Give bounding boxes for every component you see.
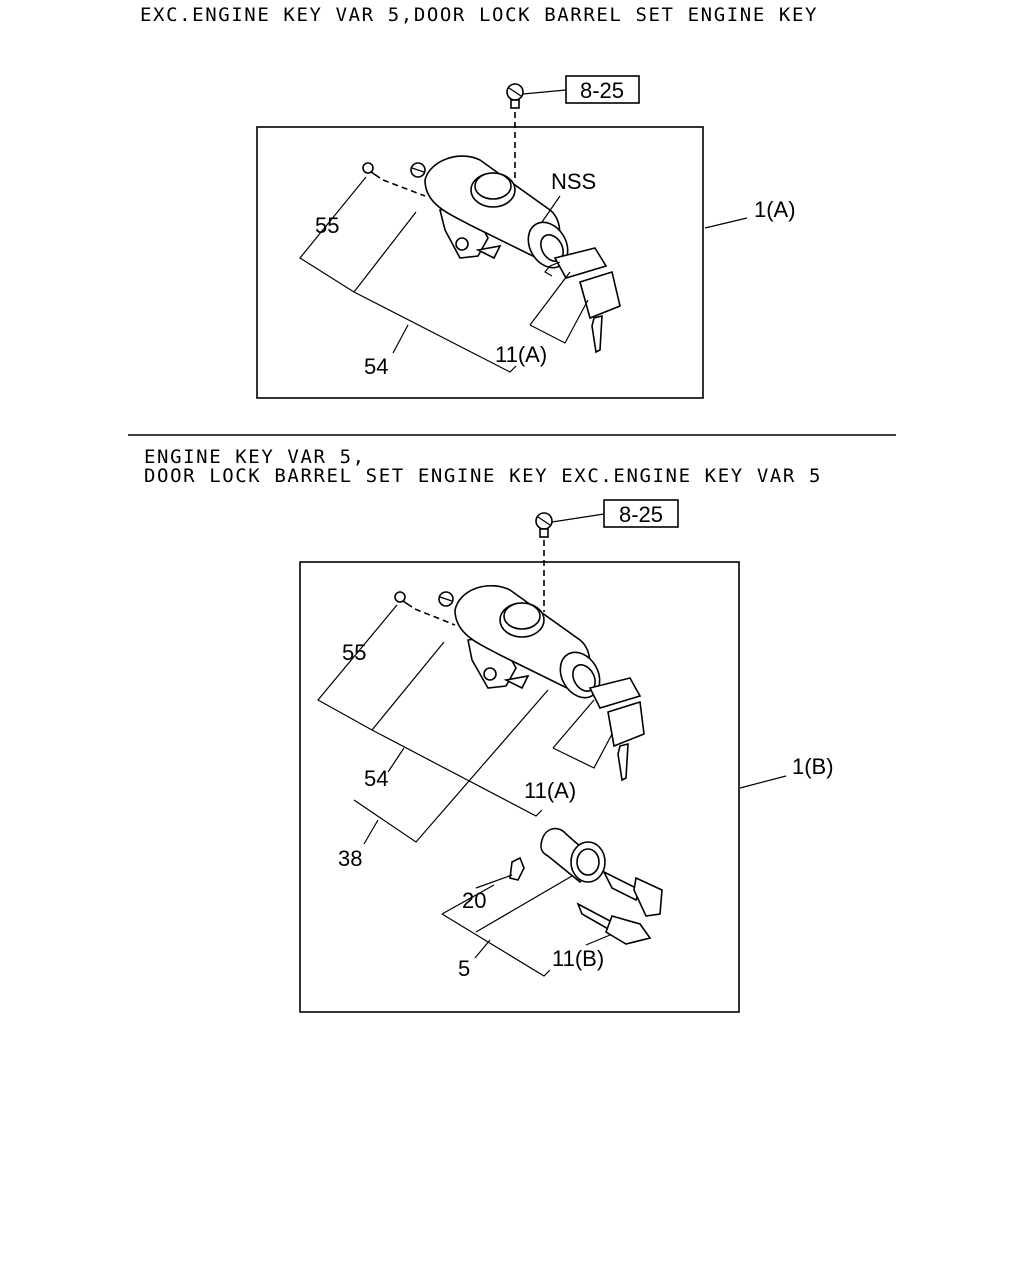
diagram-a-cylinder-label: 54 [364,354,388,379]
diagram-a-screw-path [382,179,426,197]
diagram-b-caption-line-1: ENGINE KEY VAR 5, [144,446,366,468]
diagram-a-screw-leader [299,176,367,293]
diagram-a-ref-label: 8-25 [580,78,624,103]
diagram-b-frame [299,561,740,1013]
diagram-b-keys-b-label: 11(B) [552,946,604,971]
diagram-a-assembly-label: 1(A) [754,197,796,222]
diagram-a-nss-label: NSS [551,169,596,194]
diagram-b-door-lock-barrel-icon [509,827,606,884]
diagram-b-screw-icon [394,591,413,608]
diagram-a-keys-icon [544,247,621,354]
diagram-b-screw-label: 55 [342,640,366,665]
diagram-a-keys-label: 11(A) [495,342,547,367]
diagram-b-kit-label: 38 [338,846,362,871]
diagram-b-door-set-leader [441,913,551,977]
diagram-a-cylinder-leader [353,291,517,373]
diagram-a-keys-leader [529,299,589,344]
diagram-b-caption-line-2: DOOR LOCK BARREL SET ENGINE KEY EXC.ENGI… [144,465,823,487]
diagram-a-assembly-leader [704,217,748,229]
diagram-b-kit-leader [353,689,549,843]
diagram-a-nss-leader [541,195,561,223]
diagram-b-keys-b-icon [576,870,663,945]
diagram-b-door-set-label: 5 [458,956,470,981]
diagram-b-screw-path [414,608,456,626]
diagram-a-ignition-cylinder-icon [410,155,569,269]
diagram-b-cylinder-leader [371,729,543,817]
diagram-a-ref-leader [522,89,567,95]
diagram-b-keys-a-leader [552,733,613,769]
diagram-b-ref-box[interactable]: 8-25 [603,499,679,528]
diagram-b-screw-leader [317,604,398,731]
diagram-b-keys-a-label: 11(A) [524,778,576,803]
diagram-b-cylinder-label: 54 [364,766,388,791]
diagram-b-ref-label: 8-25 [619,502,663,527]
diagram-b-ignition-cylinder-icon [438,585,601,699]
diagram-a: 8-25 [256,75,796,399]
diagram-b-assembly-leader [739,775,787,789]
diagram-b-bolt-icon [535,512,553,538]
diagram-b-ref-leader [551,513,605,523]
diagram-a-frame [256,126,704,399]
diagram-b-keys-a-icon [588,677,645,782]
diagram-a-ref-box[interactable]: 8-25 [565,75,640,104]
diagram-b: 8-25 [299,499,834,1013]
diagram-a-screw-icon [362,162,381,179]
diagram-a-bolt-icon [506,83,524,109]
diagram-b-assembly-label: 1(B) [792,754,834,779]
diagram-a-caption: EXC.ENGINE KEY VAR 5,DOOR LOCK BARREL SE… [140,4,819,26]
